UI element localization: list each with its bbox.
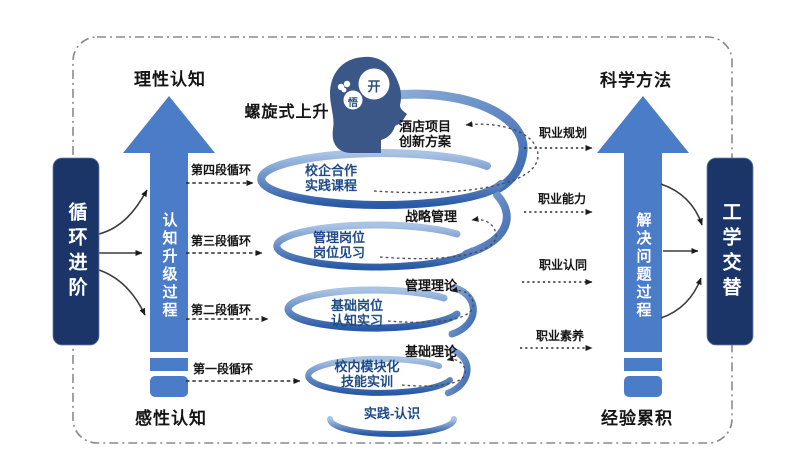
curl-arrows bbox=[373, 121, 539, 387]
stage-2-theory-label: 管理理论 bbox=[404, 278, 457, 293]
stage-3-course-label: 管理岗位 岗位见习 bbox=[297, 230, 381, 260]
bubble-text-small: 悟 bbox=[348, 98, 358, 109]
spiral-loop-4 bbox=[305, 355, 453, 396]
practice-cognition-label: 实践-认识 bbox=[363, 406, 421, 421]
cycle-advancement-label: 循环进阶 bbox=[65, 201, 87, 302]
stage-4-course-line1: 校企合作 bbox=[304, 163, 357, 178]
spiral-base-arc bbox=[327, 416, 457, 437]
outcome-professional-quality-label: 职业素养 bbox=[535, 329, 584, 343]
stage-1-course-line1: 校内模块化 bbox=[334, 359, 400, 374]
curl-arrow-3 bbox=[387, 286, 474, 324]
stage-3-course-line1: 管理岗位 bbox=[312, 230, 365, 245]
stage-4-theory-line1: 酒店项目 bbox=[398, 119, 451, 134]
problem-solving-process-label: 解决问题过程 bbox=[634, 212, 652, 320]
right-link-arrows bbox=[660, 183, 703, 319]
outcome-vocational-ability-label: 职业能力 bbox=[537, 192, 586, 206]
stage-4-cycle-label: 第四段循环 bbox=[190, 163, 251, 177]
outcome-career-planning-label: 职业规划 bbox=[538, 126, 587, 140]
stage-3-theory-label: 战略管理 bbox=[404, 209, 457, 224]
stage-2-course-label: 基础岗位 认知实习 bbox=[315, 298, 399, 328]
stage-1-theory-label: 基础理论 bbox=[404, 344, 457, 359]
spiral-connector-3 bbox=[448, 284, 477, 338]
spiral-loops bbox=[257, 149, 505, 437]
spiral-rise-title: 螺旋式上升 bbox=[244, 104, 330, 121]
idea-spark-icon bbox=[337, 80, 351, 93]
thought-bubble-small-icon bbox=[343, 90, 363, 110]
problem-solving-arrow bbox=[597, 96, 689, 397]
stage-2-course-line2: 认知实习 bbox=[330, 313, 383, 328]
stage-arrows bbox=[186, 180, 301, 384]
stage-3-course-line2: 岗位见习 bbox=[312, 245, 365, 260]
stage-2-course-line1: 基础岗位 bbox=[330, 298, 383, 313]
stage-4-theory-line2: 创新方案 bbox=[398, 134, 451, 149]
cognition-upgrade-process-label: 认知升级过程 bbox=[160, 212, 178, 320]
spiral-loop-2 bbox=[273, 221, 476, 271]
thought-bubble-large-icon bbox=[358, 68, 390, 100]
outcome-professional-identity-label: 职业认同 bbox=[538, 258, 587, 272]
spiral-loop-1 bbox=[257, 149, 505, 210]
spiral-connectors bbox=[389, 89, 528, 397]
stage-2-cycle-label: 第二段循环 bbox=[190, 303, 251, 317]
dashed-border bbox=[72, 36, 733, 444]
rational-cognition-label: 理性认知 bbox=[134, 70, 206, 89]
stage-3-cycle-label: 第三段循环 bbox=[190, 234, 251, 248]
spiral-connector-4 bbox=[444, 346, 471, 397]
bubble-text-large: 开 bbox=[367, 79, 381, 94]
left-link-arrow-bottom bbox=[98, 269, 146, 316]
curl-arrow-4 bbox=[401, 355, 467, 387]
stage-1-course-label: 校内模块化 技能实训 bbox=[325, 359, 409, 389]
work-study-box bbox=[706, 157, 754, 346]
spiral-connector-2 bbox=[462, 191, 511, 258]
stage-1-cycle-label: 第一段循环 bbox=[192, 362, 253, 376]
thinking-head-icon bbox=[330, 56, 407, 153]
right-link-arrow-top bbox=[660, 183, 703, 226]
cycle-advancement-box bbox=[52, 157, 100, 346]
experience-accumulation-label: 经验累积 bbox=[601, 409, 673, 428]
stage-4-theory-label: 酒店项目 创新方案 bbox=[386, 119, 464, 149]
outcome-arrows bbox=[520, 145, 593, 351]
stage-1-course-line2: 技能实训 bbox=[340, 374, 393, 389]
work-study-label: 工学交替 bbox=[719, 201, 741, 302]
spiral-loop-3 bbox=[284, 286, 461, 332]
left-link-arrows bbox=[98, 189, 148, 316]
right-link-arrow-bottom bbox=[660, 277, 702, 319]
left-link-arrow-top bbox=[98, 189, 148, 235]
perceptual-cognition-label: 感性认知 bbox=[135, 409, 207, 428]
stage-4-course-label: 校企合作 实践课程 bbox=[289, 163, 373, 193]
cognition-upgrade-arrow bbox=[123, 96, 215, 397]
scientific-method-label: 科学方法 bbox=[600, 71, 672, 90]
spiral-connector-1 bbox=[389, 89, 528, 193]
stage-4-course-line2: 实践课程 bbox=[304, 178, 357, 193]
